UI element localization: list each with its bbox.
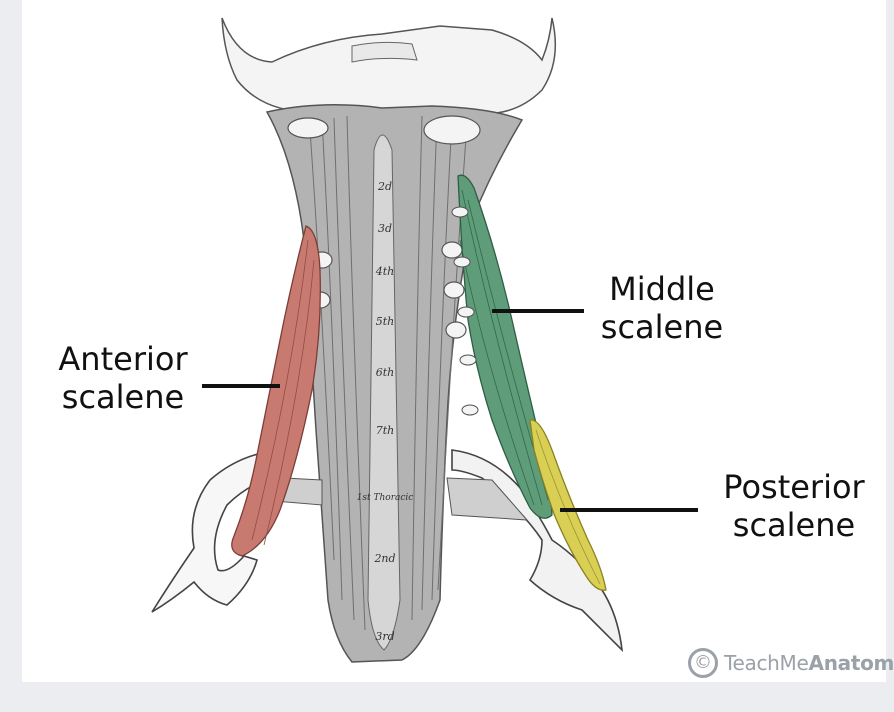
vertebra-label: 3rd — [375, 630, 394, 643]
vertebra-label: 2d — [377, 180, 392, 193]
posterior-label-line1: Posterior — [723, 468, 865, 506]
watermark-brand: Anatomy — [808, 651, 894, 675]
diagram-canvas: 2d 3d 4th 5th 6th 7th 1st Thoracic 2nd 3… — [22, 0, 894, 682]
teachmeanatomy-watermark: © TeachMeAnatomy — [688, 646, 894, 680]
left-rib — [151, 449, 285, 613]
anterior-scalene-label: Anterior scalene — [48, 340, 198, 416]
copyright-icon: © — [688, 648, 718, 678]
vertebra-label: 2nd — [373, 552, 395, 565]
anterior-scalene-muscle — [231, 225, 321, 557]
vertebra-label: 6th — [376, 366, 395, 379]
vertebra-label: 4th — [375, 265, 395, 278]
posterior-leader-line — [560, 508, 698, 512]
anterior-label-line2: scalene — [61, 378, 185, 416]
vertebral-column — [367, 134, 401, 651]
watermark-prefix: TeachMe — [724, 651, 809, 675]
watermark-text: TeachMeAnatomy — [724, 651, 894, 675]
posterior-scalene-muscle — [529, 419, 607, 591]
posterior-scalene-label: Posterior scalene — [712, 468, 876, 544]
middle-label-line2: scalene — [600, 308, 724, 346]
middle-label-line1: Middle — [609, 270, 715, 308]
anterior-label-line1: Anterior — [58, 340, 188, 378]
vertebra-label: 3d — [378, 222, 392, 235]
anterior-leader-line — [202, 384, 280, 388]
posterior-label-line2: scalene — [732, 506, 856, 544]
middle-scalene-label: Middle scalene — [592, 270, 732, 346]
vertebra-label: 5th — [376, 315, 395, 328]
vertebra-label: 1st Thoracic — [357, 493, 414, 503]
neck-muscles-illustration: 2d 3d 4th 5th 6th 7th 1st Thoracic 2nd 3… — [151, 17, 624, 663]
middle-leader-line — [492, 309, 584, 313]
vertebra-label: 7th — [376, 424, 395, 437]
skull-base — [221, 17, 557, 115]
